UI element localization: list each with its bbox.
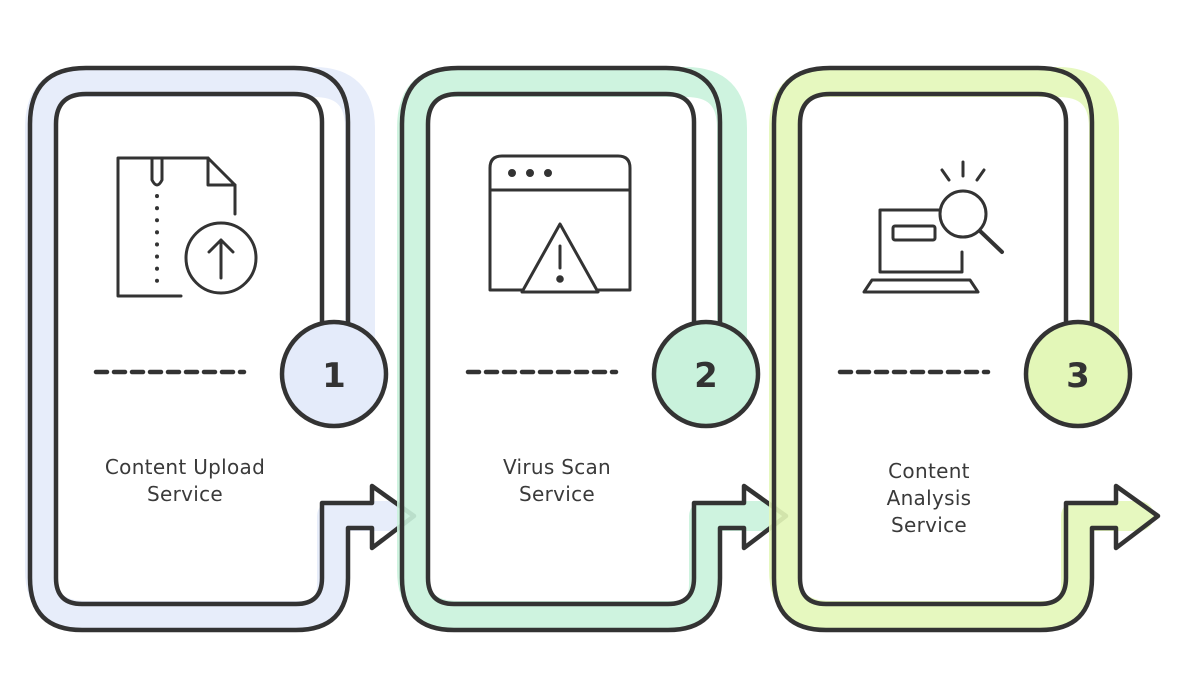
step-1: 1 bbox=[25, 65, 417, 633]
step-3-label-line: Analysis bbox=[886, 486, 972, 510]
step-1-outer-outline bbox=[27, 65, 417, 633]
step-3-label-line: Service bbox=[890, 513, 968, 537]
step-2: 2 bbox=[397, 65, 789, 633]
step-3-outer-outline bbox=[771, 65, 1161, 633]
step-2-label-line: Service bbox=[518, 482, 596, 506]
step-2-label-line: Virus Scan bbox=[502, 455, 612, 479]
step-2-outer-outline bbox=[399, 65, 789, 633]
step-2-label: Virus Scan Service bbox=[427, 454, 687, 508]
step-3: 3 bbox=[769, 65, 1161, 633]
browser-warning-icon bbox=[488, 154, 632, 294]
step-1-badge bbox=[279, 319, 389, 429]
step-1-label-line: Content Upload bbox=[104, 455, 266, 479]
laptop-search-icon bbox=[862, 160, 1004, 294]
step-1-label-line: Service bbox=[146, 482, 224, 506]
step-2-badge bbox=[651, 319, 761, 429]
step-3-badge bbox=[1023, 319, 1133, 429]
step-3-number: 3 bbox=[1066, 356, 1090, 396]
step-2-number: 2 bbox=[694, 356, 718, 396]
file-upload-icon bbox=[116, 156, 258, 298]
step-1-number: 1 bbox=[322, 356, 346, 396]
step-3-label: Content Analysis Service bbox=[799, 458, 1059, 539]
step-1-label: Content Upload Service bbox=[55, 454, 315, 508]
step-3-label-line: Content bbox=[888, 459, 970, 483]
